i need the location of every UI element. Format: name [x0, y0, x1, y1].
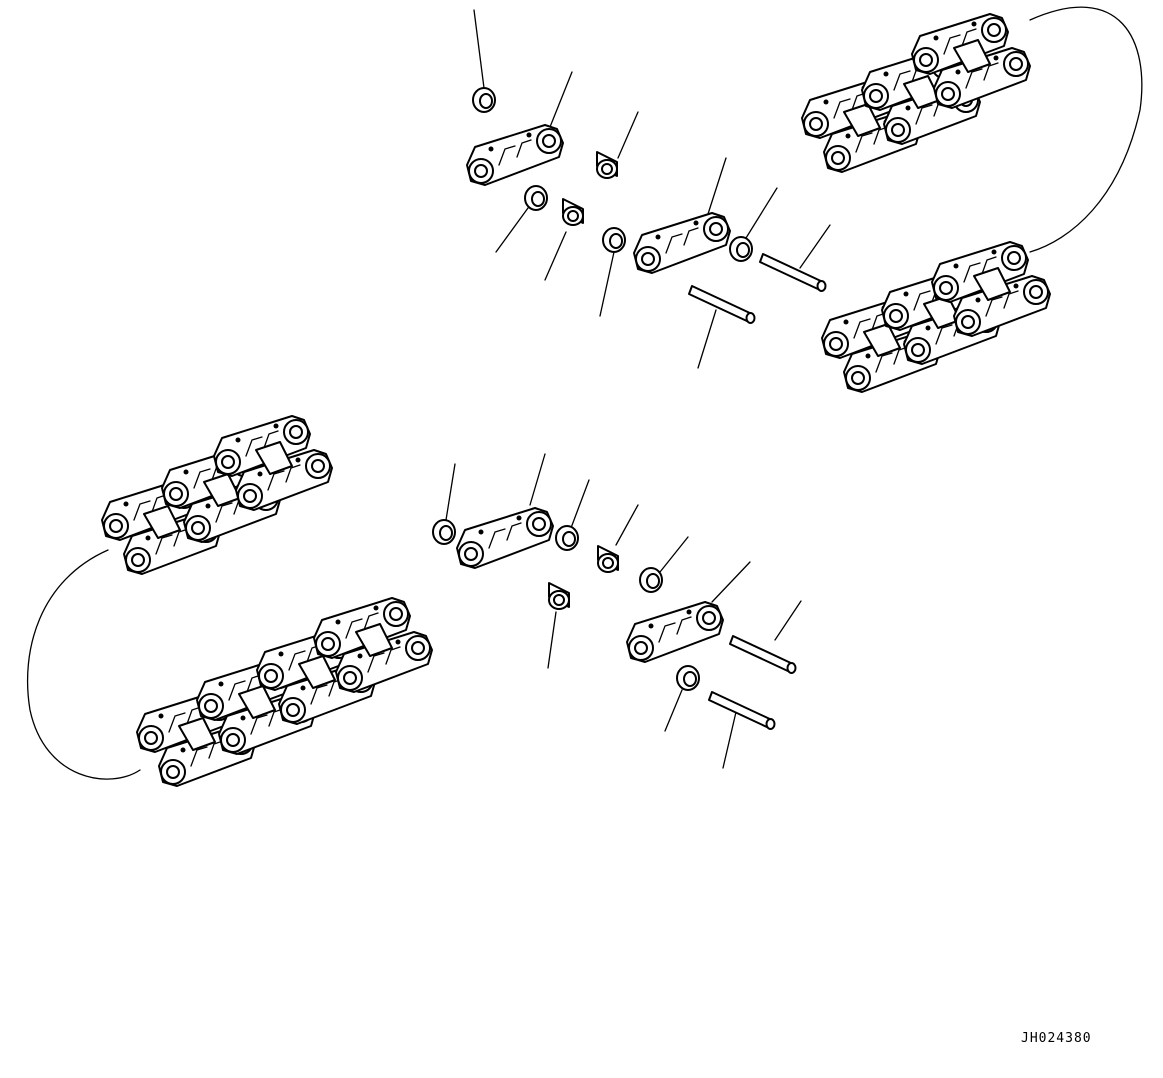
drawing-code: JH024380 — [1021, 1031, 1092, 1046]
track-chain-assembly-upper-right — [802, 14, 1030, 172]
track-chain-assembly-lower-right — [822, 242, 1050, 392]
exploded-parts-upper — [466, 9, 831, 369]
continuation-curve-right — [1029, 6, 1143, 253]
track-chain-assembly-lower-left — [137, 598, 432, 786]
track-chain-assembly-upper-left — [102, 416, 332, 574]
continuation-curve-left — [26, 549, 141, 780]
exploded-parts-lower — [432, 453, 802, 769]
